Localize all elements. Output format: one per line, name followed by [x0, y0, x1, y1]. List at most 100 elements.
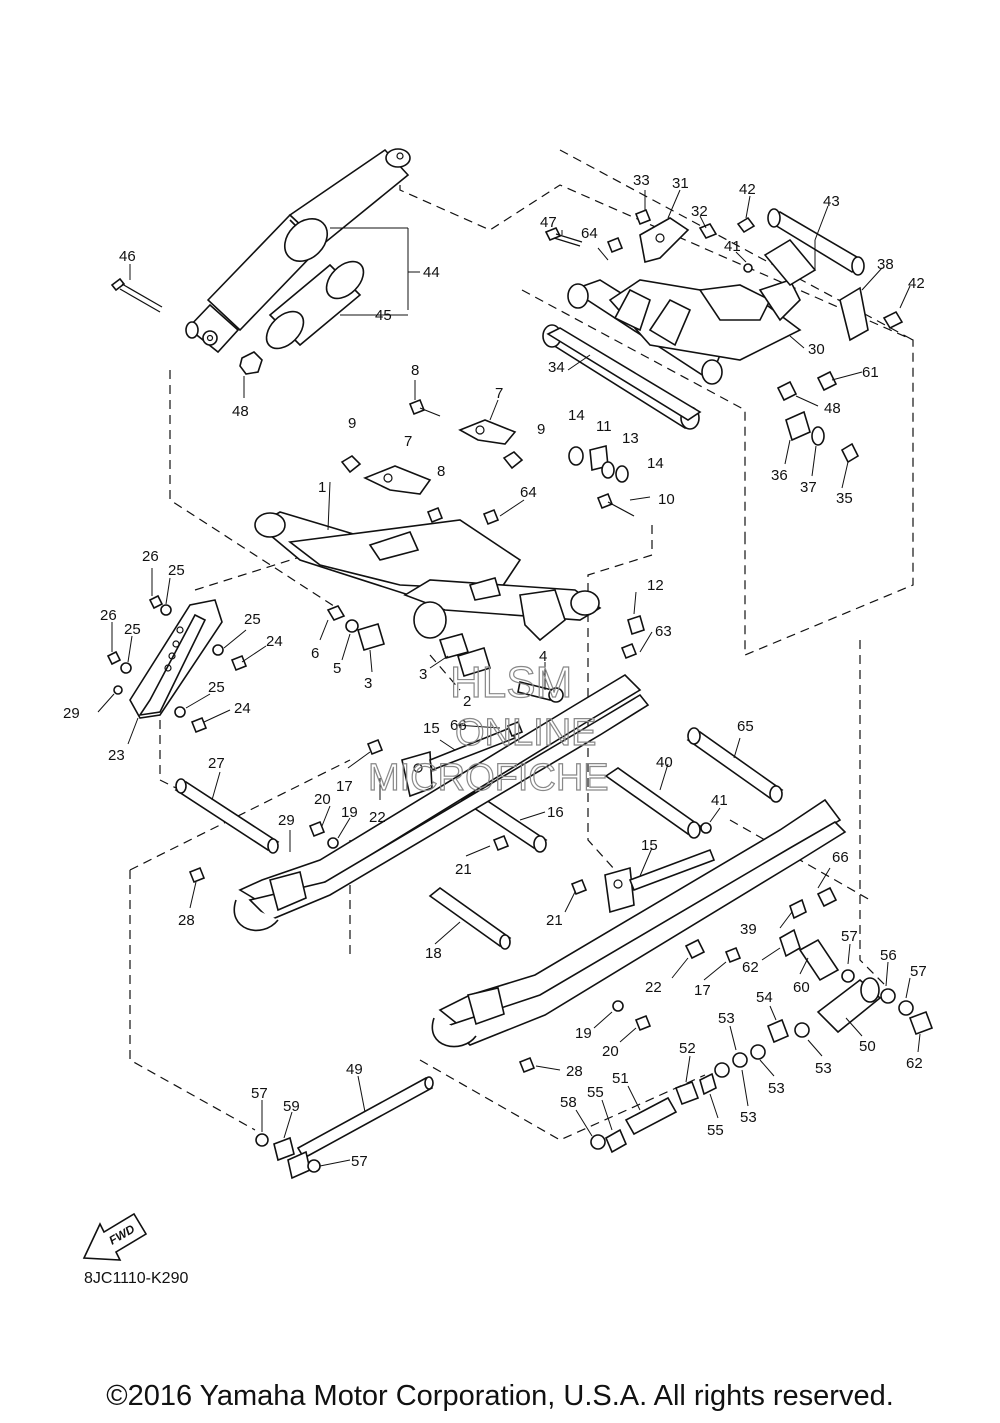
- callout-37: 37: [800, 479, 817, 496]
- callout-6: 6: [311, 645, 319, 662]
- callout-42: 42: [739, 181, 756, 198]
- callout-46: 46: [119, 248, 136, 265]
- fwd-arrow-icon: FWD: [82, 1212, 148, 1261]
- callout-55: 55: [707, 1122, 724, 1139]
- callout-53: 53: [718, 1010, 735, 1027]
- front-arm-assembly: [254, 419, 602, 642]
- callout-25: 25: [208, 679, 225, 696]
- callout-23: 23: [108, 747, 125, 764]
- callout-27: 27: [208, 755, 225, 772]
- callout-19: 19: [341, 804, 358, 821]
- callout-26: 26: [100, 607, 117, 624]
- callout-17: 17: [694, 982, 711, 999]
- callout-3: 3: [364, 675, 372, 692]
- callout-43: 43: [823, 193, 840, 210]
- callout-31: 31: [672, 175, 689, 192]
- callout-16: 16: [547, 804, 564, 821]
- callout-59: 59: [283, 1098, 300, 1115]
- callout-36: 36: [771, 467, 788, 484]
- callout-51: 51: [612, 1070, 629, 1087]
- callout-38: 38: [877, 256, 894, 273]
- callout-41: 41: [724, 238, 741, 255]
- callout-48: 48: [824, 400, 841, 417]
- callout-17: 17: [336, 778, 353, 795]
- shock-nut: [239, 351, 263, 375]
- callout-13: 13: [622, 430, 639, 447]
- rear-shock-absorber: [185, 148, 411, 354]
- callout-57: 57: [841, 928, 858, 945]
- callout-8: 8: [437, 463, 445, 480]
- callout-26: 26: [142, 548, 159, 565]
- callout-57: 57: [351, 1153, 368, 1170]
- callout-22: 22: [369, 809, 386, 826]
- callout-64: 64: [581, 225, 598, 242]
- callout-62: 62: [906, 1055, 923, 1072]
- callout-44: 44: [423, 264, 440, 281]
- callout-35: 35: [836, 490, 853, 507]
- callout-4: 4: [539, 648, 547, 665]
- callout-14: 14: [568, 407, 585, 424]
- callout-66: 66: [450, 717, 467, 734]
- callout-25: 25: [124, 621, 141, 638]
- callout-18: 18: [425, 945, 442, 962]
- drawing-code: 8JC1110-K290: [84, 1270, 189, 1287]
- watermark: HLSM ONLINE MICROFICHE: [367, 657, 609, 799]
- callout-5: 5: [333, 660, 341, 677]
- callout-24: 24: [266, 633, 283, 650]
- callout-21: 21: [546, 912, 563, 929]
- callout-25: 25: [244, 611, 261, 628]
- callout-22: 22: [645, 979, 662, 996]
- callout-32: 32: [691, 203, 708, 220]
- callout-15: 15: [641, 837, 658, 854]
- slide-rails: [233, 673, 847, 1048]
- callout-20: 20: [602, 1043, 619, 1060]
- callout-60: 60: [793, 979, 810, 996]
- callout-64: 64: [520, 484, 537, 501]
- callout-8: 8: [411, 362, 419, 379]
- callout-7: 7: [495, 385, 503, 402]
- callout-24: 24: [234, 700, 251, 717]
- callout-56: 56: [880, 947, 897, 964]
- callout-10: 10: [658, 491, 675, 508]
- callout-48: 48: [232, 403, 249, 420]
- link-plate: [106, 594, 248, 734]
- callout-39: 39: [740, 921, 757, 938]
- copyright-notice: ©2016 Yamaha Motor Corporation, U.S.A. A…: [106, 1380, 894, 1412]
- watermark-line-3: MICROFICHE: [368, 757, 609, 799]
- upper-arm-assembly: [542, 208, 869, 430]
- watermark-line-1: HLSM: [450, 658, 572, 707]
- callout-21: 21: [455, 861, 472, 878]
- callout-41: 41: [711, 792, 728, 809]
- callout-55: 55: [587, 1084, 604, 1101]
- callout-54: 54: [756, 989, 773, 1006]
- callout-61: 61: [862, 364, 879, 381]
- callout-45: 45: [375, 307, 392, 324]
- callout-53: 53: [740, 1109, 757, 1126]
- callout-57: 57: [251, 1085, 268, 1102]
- callout-63: 63: [655, 623, 672, 640]
- rear-axle-parts: [255, 928, 934, 1180]
- callout-9: 9: [348, 415, 356, 432]
- callout-2: 2: [463, 693, 471, 710]
- callout-57: 57: [910, 963, 927, 980]
- callout-53: 53: [815, 1060, 832, 1077]
- callout-58: 58: [560, 1094, 577, 1111]
- callout-15: 15: [423, 720, 440, 737]
- front-arm-hardware: [326, 398, 645, 703]
- callout-11: 11: [596, 418, 612, 435]
- callout-62: 62: [742, 959, 759, 976]
- upper-arm-hardware: [544, 208, 904, 464]
- callout-12: 12: [647, 577, 664, 594]
- callout-9: 9: [537, 421, 545, 438]
- callout-49: 49: [346, 1061, 363, 1078]
- callout-3: 3: [419, 666, 427, 683]
- callout-28: 28: [566, 1063, 583, 1080]
- callout-33: 33: [633, 172, 650, 189]
- callout-20: 20: [314, 791, 331, 808]
- callout-25: 25: [168, 562, 185, 579]
- shafts: [174, 327, 784, 1160]
- callout-1: 1: [318, 479, 326, 496]
- callout-28: 28: [178, 912, 195, 929]
- callout-50: 50: [859, 1038, 876, 1055]
